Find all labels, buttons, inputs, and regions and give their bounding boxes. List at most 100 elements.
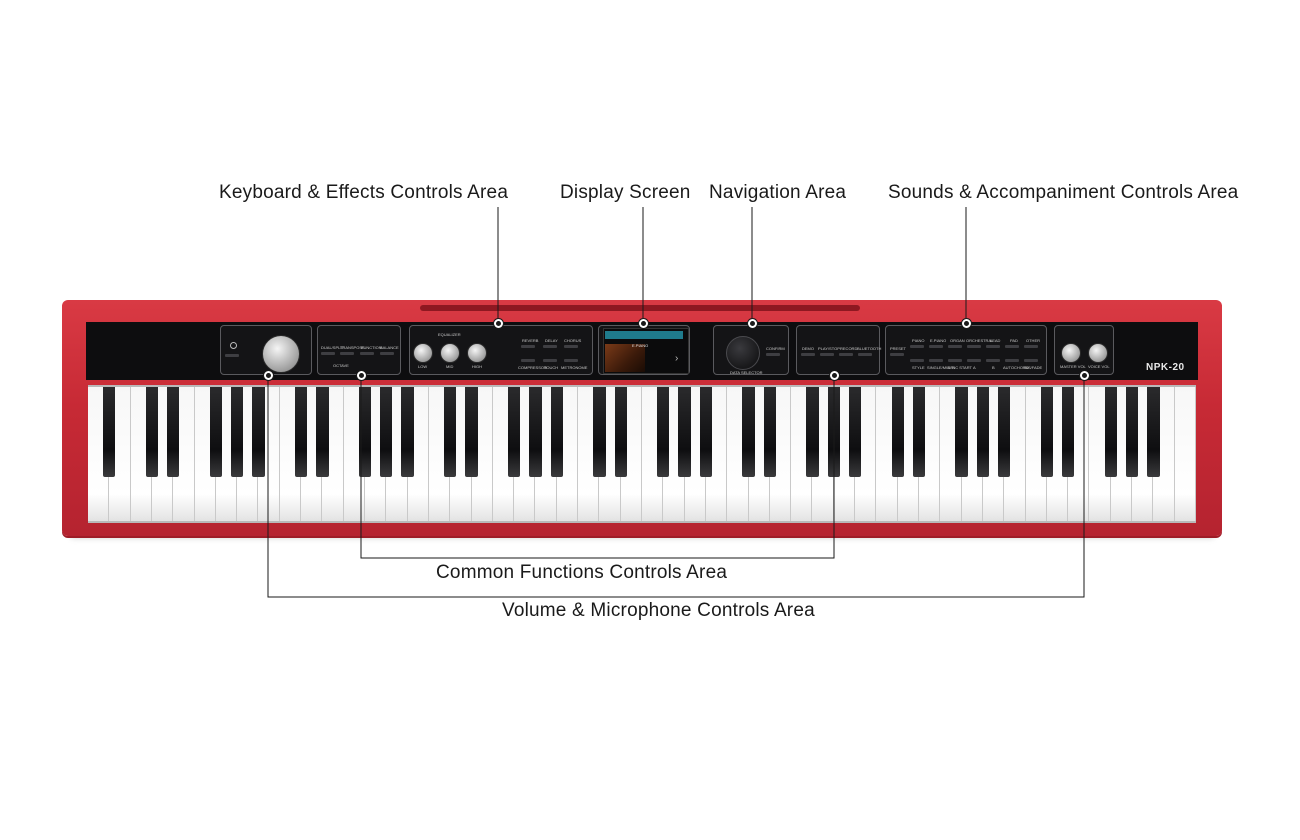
black-key[interactable] [614,387,627,477]
black-key[interactable] [145,387,159,477]
screen-voice-name: E.PIANO [632,343,649,348]
black-key[interactable] [699,387,713,477]
delay-button[interactable] [543,345,557,348]
play-stop-button[interactable] [820,353,834,356]
black-key[interactable] [848,387,862,477]
power-button[interactable] [225,354,239,357]
organ-button[interactable] [948,345,962,348]
master-volume-knob[interactable] [262,335,300,373]
record-button[interactable] [839,353,853,356]
lead-button[interactable] [986,345,1000,348]
black-key[interactable] [976,387,990,477]
sync-start-button[interactable] [948,359,962,362]
label-autochord: AUTOCHORD [1003,365,1029,370]
b-button[interactable] [986,359,1000,362]
label-orchestral: ORCHESTRAL [966,338,994,343]
a-button[interactable] [967,359,981,362]
black-key[interactable] [167,387,180,477]
black-key[interactable] [294,387,308,477]
black-key[interactable] [444,387,457,477]
label-function: FUNCTION [361,345,382,350]
black-key[interactable] [465,387,478,477]
black-key[interactable] [806,387,819,477]
black-key[interactable] [358,387,372,477]
anchor-dot-power-volume [264,371,273,380]
black-key[interactable] [1040,387,1053,477]
single-multi-button[interactable] [929,359,943,362]
callout-navigation: Navigation Area [709,182,847,203]
voice-vol-knob[interactable] [1088,343,1108,363]
chorus-button[interactable] [564,345,578,348]
label-b: B [992,365,995,370]
function-button[interactable] [360,352,374,355]
callout-display-screen: Display Screen [560,182,691,203]
autochord-button[interactable] [1005,359,1019,362]
black-key[interactable] [763,387,776,477]
black-key[interactable] [209,387,222,477]
black-key[interactable] [1147,387,1160,477]
black-key[interactable] [593,387,606,477]
eq-high-knob[interactable] [467,343,487,363]
demo-button[interactable] [801,353,815,356]
label-balance: BALANCE [380,345,399,350]
black-key[interactable] [401,387,414,477]
pad-button[interactable] [1005,345,1019,348]
black-key[interactable] [742,387,755,477]
black-key[interactable] [912,387,926,477]
label-data-selector: DATA SELECTOR [730,370,763,375]
balance-button[interactable] [380,352,394,355]
black-key[interactable] [678,387,691,477]
black-key[interactable] [230,387,244,477]
master-vol-knob[interactable] [1061,343,1081,363]
label-single-multi: SINGLE/MULTI [927,365,955,370]
label-play-stop: PLAY/STOP [818,346,840,351]
confirm-button[interactable] [766,353,780,356]
brand-model-label: NPK-20 [1146,362,1185,373]
black-key[interactable] [550,387,563,477]
black-key[interactable] [529,387,542,477]
callout-keyboard-effects: Keyboard & Effects Controls Area [219,182,509,203]
label-other: OTHER [1026,338,1040,343]
label-e-piano: E.PIANO [930,338,947,343]
eq-low-knob[interactable] [413,343,433,363]
label-delay: DELAY [545,338,558,343]
data-selector-wheel[interactable] [726,336,760,370]
label-preset: PRESET [890,346,907,351]
other-button[interactable] [1024,345,1038,348]
orchestral-button[interactable] [967,345,981,348]
piano-button[interactable] [910,345,924,348]
preset-button[interactable] [890,353,904,356]
style-button[interactable] [910,359,924,362]
transpose-button[interactable] [340,352,354,355]
dual-split-button[interactable] [321,352,335,355]
ins-fade-button[interactable] [1024,359,1038,362]
black-key[interactable] [998,387,1011,477]
label-confirm: CONFIRM [766,346,785,351]
label-bluetooth: BLUETOOTH [857,346,882,351]
eq-mid-knob[interactable] [440,343,460,363]
callout-common-functions: Common Functions Controls Area [436,562,728,583]
white-key[interactable] [1174,387,1196,521]
black-key[interactable] [1125,387,1139,477]
touch-button[interactable] [543,359,557,362]
metronome-button[interactable] [564,359,578,362]
label-ins-fade: INS/FADE [1024,365,1043,370]
black-key[interactable] [657,387,670,477]
black-key[interactable] [103,387,116,477]
black-key[interactable] [380,387,393,477]
black-key[interactable] [955,387,968,477]
power-icon[interactable] [230,342,237,349]
black-key[interactable] [252,387,265,477]
black-key[interactable] [507,387,521,477]
black-key[interactable] [316,387,329,477]
black-key[interactable] [1061,387,1075,477]
bluetooth-button[interactable] [858,353,872,356]
label-lead: LEAD [990,338,1001,343]
reverb-button[interactable] [521,345,535,348]
black-key[interactable] [1104,387,1117,477]
anchor-dot-keyboard-effects [494,319,503,328]
compressor-button[interactable] [521,359,535,362]
e-piano-button[interactable] [929,345,943,348]
black-key[interactable] [891,387,904,477]
